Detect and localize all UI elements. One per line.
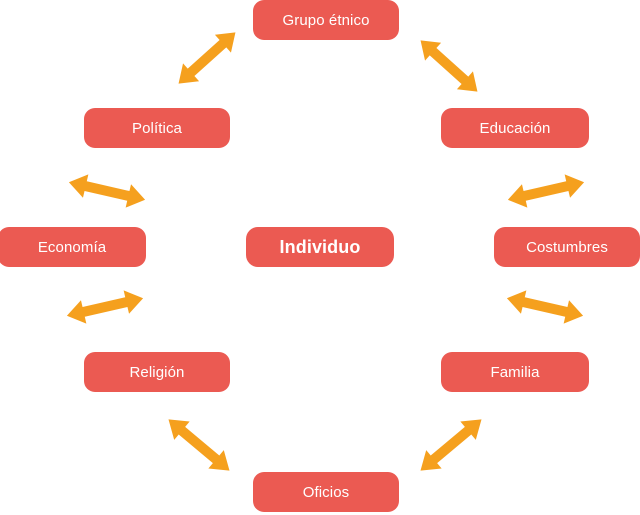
node-oficios[interactable]: Oficios	[253, 472, 399, 512]
arrow-economia-religion	[66, 274, 144, 340]
arrow-costumbres-familia	[506, 274, 584, 340]
node-label: Economía	[37, 238, 107, 256]
node-label: Religión	[129, 363, 185, 381]
node-label: Costumbres	[526, 238, 608, 256]
node-label: Grupo étnico	[282, 11, 370, 29]
node-educacion[interactable]: Educación	[441, 108, 589, 148]
arrow-religion-oficios	[168, 419, 230, 471]
node-religion[interactable]: Religión	[84, 352, 230, 392]
node-economia[interactable]: Economía	[0, 227, 146, 267]
arrow-educacion-costumbres	[507, 158, 585, 224]
node-individuo[interactable]: Individuo	[246, 227, 394, 267]
node-label: Educación	[479, 119, 551, 137]
node-grupo-etnico[interactable]: Grupo étnico	[253, 0, 399, 40]
node-familia[interactable]: Familia	[441, 352, 589, 392]
node-label: Política	[132, 119, 182, 137]
arrow-grupo-etnico-educacion	[420, 40, 478, 92]
node-politica[interactable]: Política	[84, 108, 230, 148]
node-costumbres[interactable]: Costumbres	[494, 227, 640, 267]
node-label: Familia	[490, 363, 540, 381]
arrow-familia-oficios	[420, 419, 482, 471]
node-label: Oficios	[302, 483, 350, 501]
arrow-grupo-etnico-politica	[178, 32, 236, 84]
arrow-politica-economia	[68, 158, 146, 224]
node-label: Individuo	[279, 237, 361, 257]
